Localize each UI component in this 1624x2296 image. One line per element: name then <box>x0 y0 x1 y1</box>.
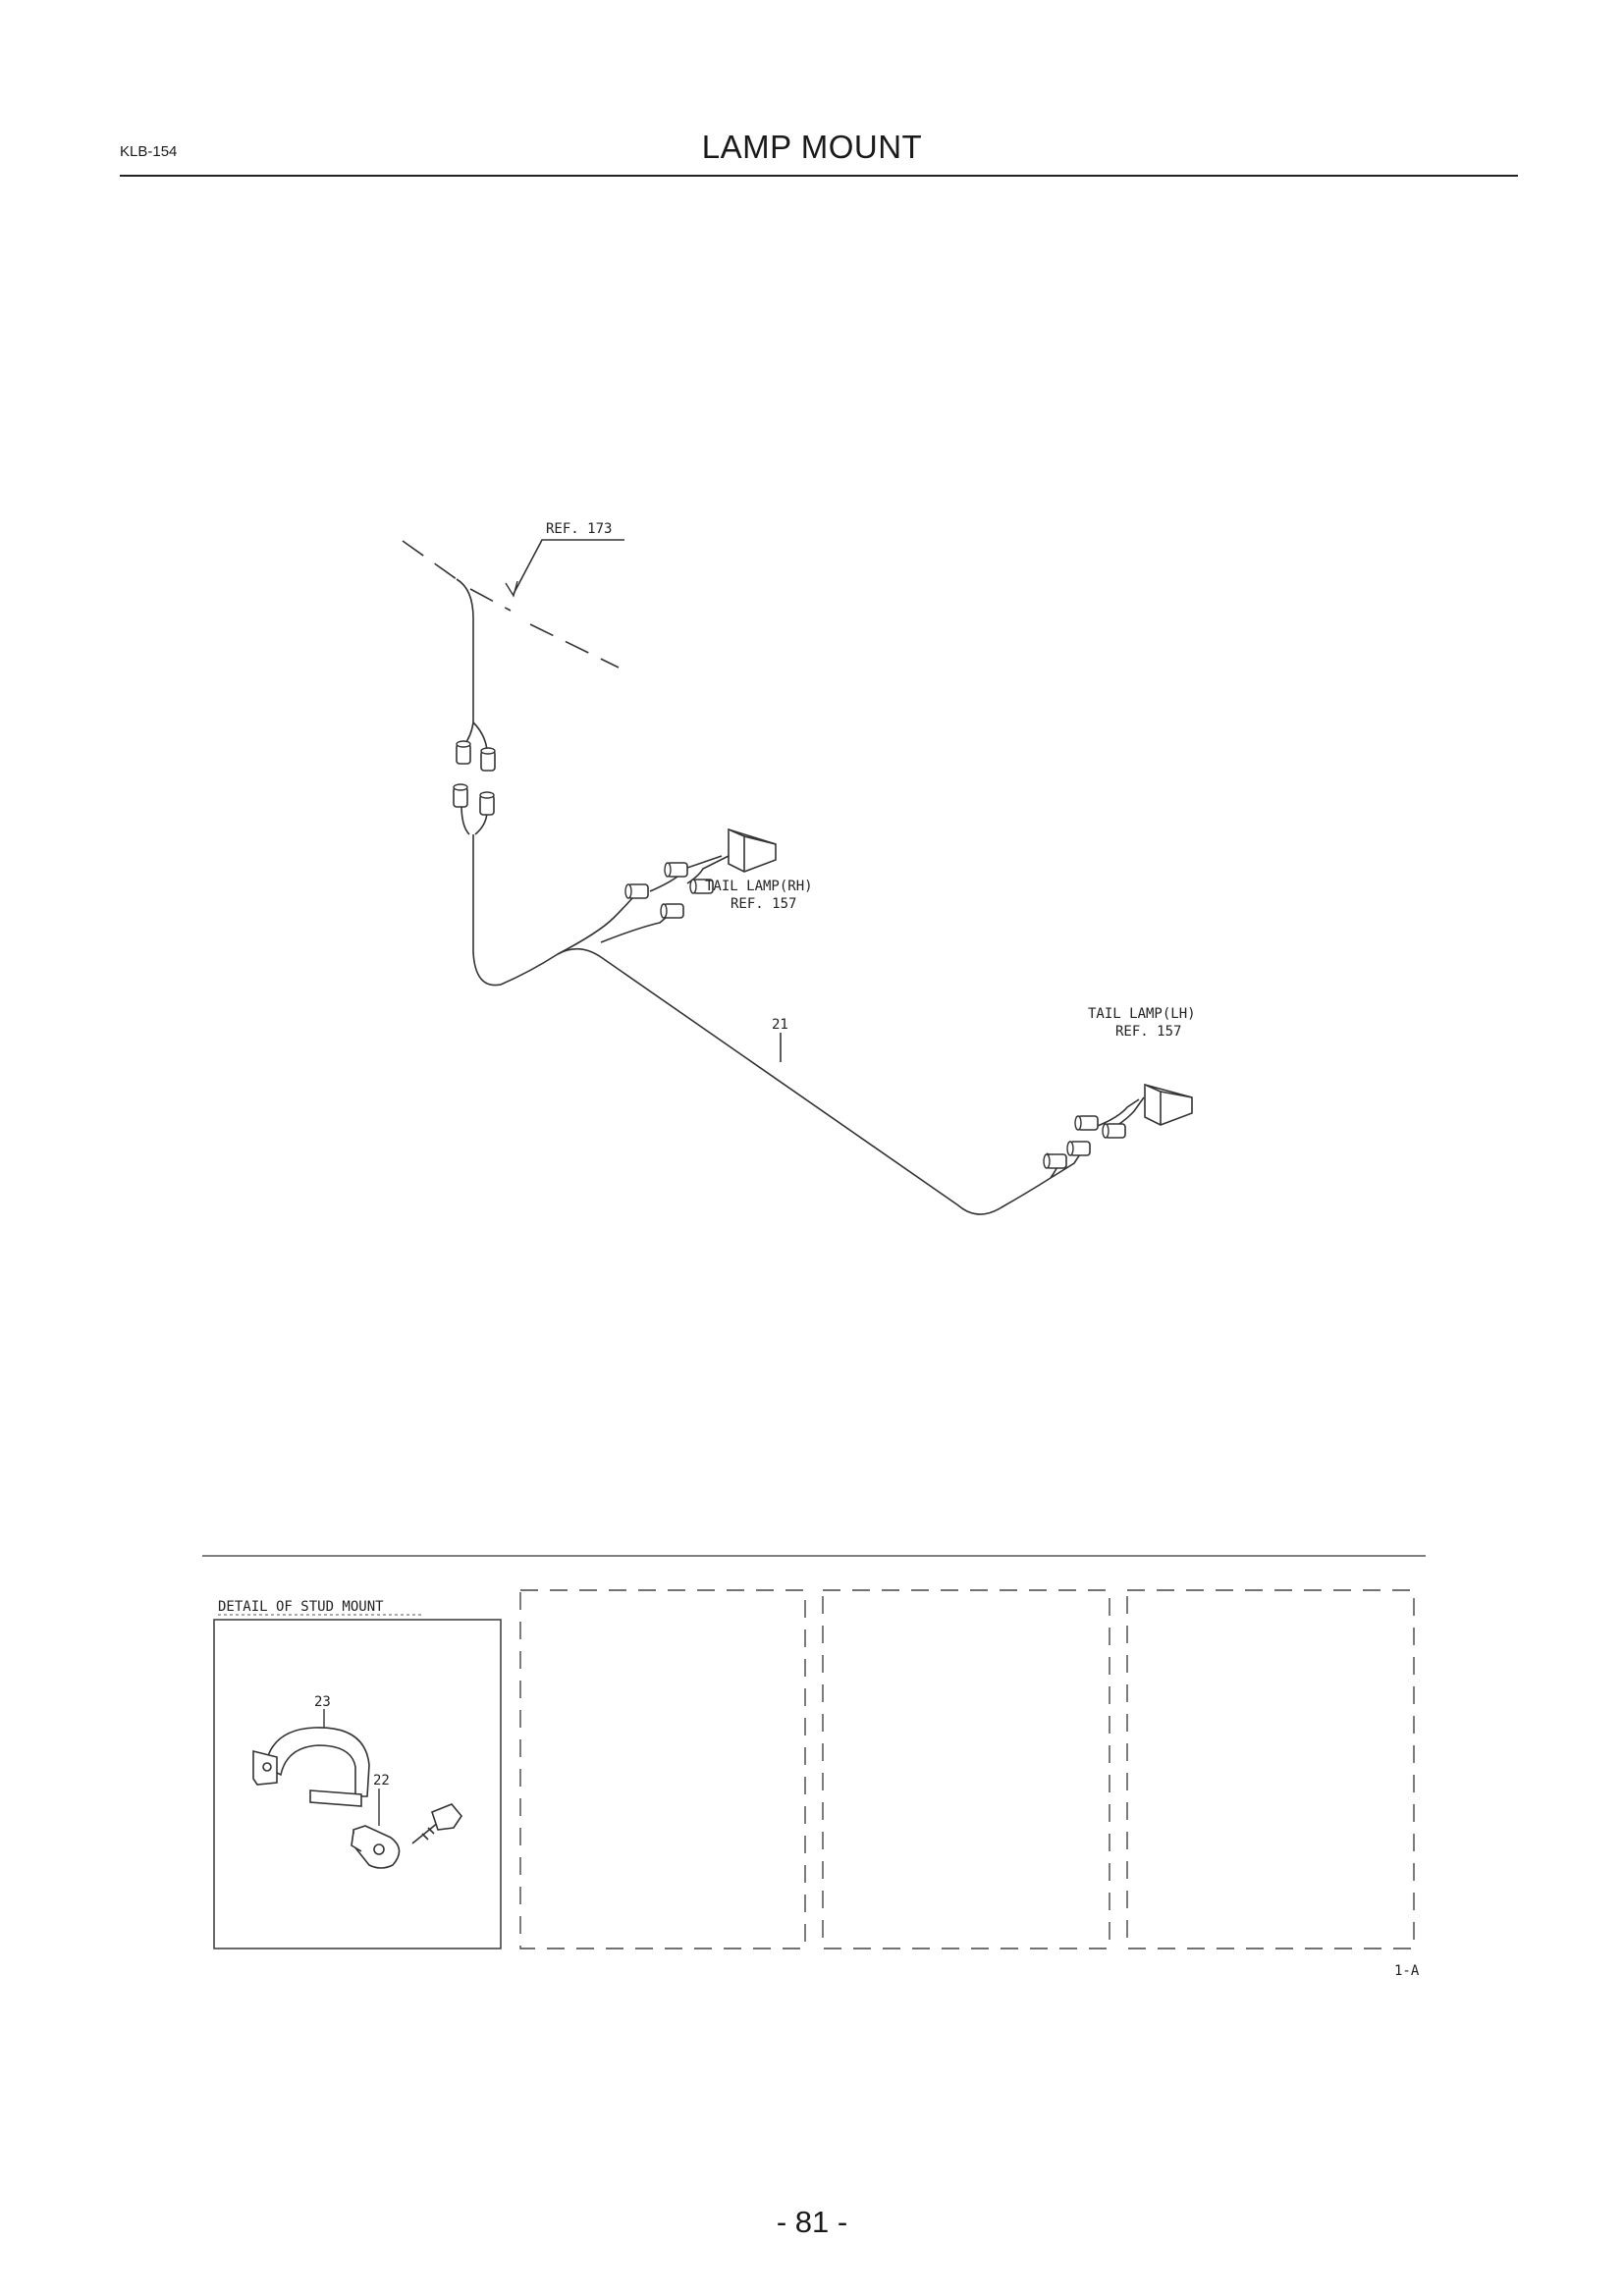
part-23-label: 23 <box>314 1694 331 1710</box>
page-number: - 81 - <box>776 2205 848 2239</box>
empty-detail-boxes <box>519 1589 1415 1949</box>
tail-lamp-rh-label: TAIL LAMP(RH) <box>705 879 813 894</box>
clamp-part-23 <box>252 1727 370 1807</box>
bracket-part-22 <box>351 1825 401 1869</box>
ref-173-label: REF. 173 <box>546 521 612 537</box>
ref-157-rh-label: REF. 157 <box>731 896 796 912</box>
tail-lamp-lh-box <box>1144 1083 1193 1126</box>
detail-box <box>213 1619 502 1949</box>
tail-lamp-rh-box <box>728 828 777 873</box>
detail-title: DETAIL OF STUD MOUNT <box>218 1599 384 1615</box>
rh-connectors <box>624 862 714 919</box>
harness-main <box>472 834 1052 1215</box>
tail-lamp-lh-label: TAIL LAMP(LH) <box>1088 1006 1196 1022</box>
upper-connectors <box>453 740 496 816</box>
doc-code: KLB-154 <box>120 143 178 160</box>
part-22-label: 22 <box>373 1773 390 1789</box>
ref-157-lh-label: REF. 157 <box>1115 1024 1181 1040</box>
lh-connectors <box>1043 1115 1126 1169</box>
figure-code: 1-A <box>1394 1963 1420 1979</box>
header-rule <box>120 175 1518 177</box>
bolt-icon <box>411 1803 462 1844</box>
part-21-label: 21 <box>772 1017 788 1033</box>
harness-vertical <box>456 578 474 722</box>
page-title: LAMP MOUNT <box>701 129 923 165</box>
ref-173-leader <box>513 539 624 595</box>
frame-ref-line <box>402 540 620 668</box>
